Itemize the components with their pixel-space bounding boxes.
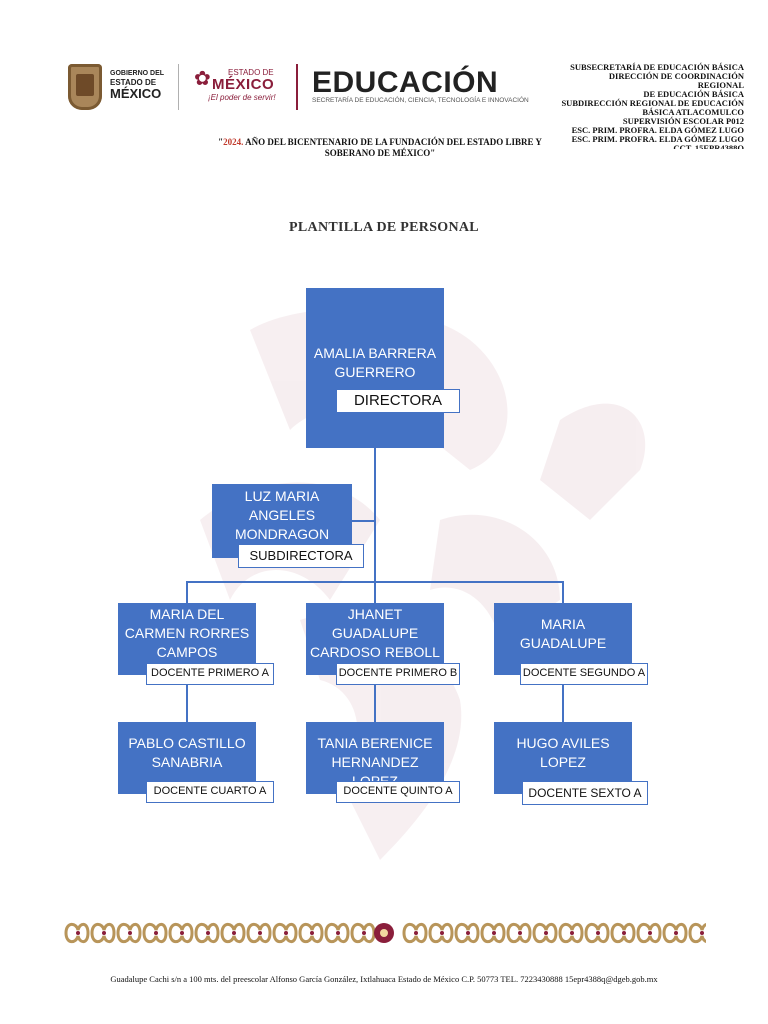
teacher-role: DOCENTE PRIMERO A	[146, 663, 274, 685]
connector-line	[186, 684, 188, 722]
header-line: CCT. 15EPR4388Q	[673, 144, 744, 149]
teacher-role: DOCENTE QUINTO A	[336, 781, 460, 803]
educacion-title: EDUCACIÓN	[312, 66, 499, 99]
page-title: PLANTILLA DE PERSONAL	[289, 220, 479, 235]
subdirector-name: LUZ MARIA ANGELES MONDRAGON	[234, 488, 330, 542]
educacion-subtitle: SECRETARÍA DE EDUCACIÓN, CIENCIA, TECNOL…	[312, 97, 529, 104]
teacher-role: DOCENTE PRIMERO B	[336, 663, 460, 685]
year-text-1: AÑO DEL BICENTENARIO DE LA FUNDACIÓN DEL…	[243, 137, 542, 147]
flower-logo-icon: ✿	[194, 68, 211, 90]
teacher-name: MARIA GUADALUPE	[519, 616, 607, 651]
connector-line	[562, 684, 564, 722]
year-number: 2024.	[223, 137, 244, 147]
edomex-small-text: ESTADO DE	[228, 68, 274, 77]
director-card: AMALIA BARRERA GUERRERO	[306, 288, 444, 448]
year-quote: "	[218, 137, 224, 147]
edomex-tagline: ¡El poder de servir!	[208, 93, 276, 102]
ornament-border-icon	[64, 922, 706, 944]
header-divider	[178, 64, 179, 110]
connector-line	[352, 520, 376, 522]
connector-line	[374, 684, 376, 722]
subdirector-role: SUBDIRECTORA	[238, 544, 364, 568]
footer-address: Guadalupe Cachi s/n a 100 mts. del prees…	[110, 974, 658, 984]
teacher-role: DOCENTE SEGUNDO A	[520, 663, 648, 685]
teacher-name: PABLO CASTILLO SANABRIA	[128, 735, 246, 770]
header-line: SUPERVISIÓN ESCOLAR P012	[622, 116, 744, 126]
header-line: REGIONAL	[697, 80, 744, 90]
connector-line	[186, 581, 188, 603]
header-line: SUBSECRETARÍA DE EDUCACIÓN BÁSICA	[570, 62, 744, 72]
header-line: ESC. PRIM. PROFRA. ELDA GÓMEZ LUGO	[571, 125, 744, 135]
director-name: AMALIA BARRERA GUERRERO	[313, 345, 437, 380]
teacher-card: HUGO AVILES LOPEZ	[494, 722, 632, 794]
header-line: DE EDUCACIÓN BÁSICA	[643, 89, 744, 99]
teacher-name: MARIA DEL CARMEN RORRES CAMPOS	[124, 606, 250, 660]
gobierno-logo-text: GOBIERNO DEL ESTADO DE MÉXICO	[110, 70, 164, 101]
gem-line-3: MÉXICO	[110, 86, 162, 101]
header-line: BÁSICA ATLACOMULCO	[642, 107, 744, 117]
connector-line	[374, 448, 376, 582]
header-line: ESC. PRIM. PROFRA. ELDA GÓMEZ LUGO	[571, 134, 744, 144]
teacher-role: DOCENTE CUARTO A	[146, 781, 274, 803]
header-line: SUBDIRECCIÓN REGIONAL DE EDUCACIÓN	[561, 98, 744, 108]
institution-header: SUBSECRETARÍA DE EDUCACIÓN BÁSICA DIRECC…	[544, 62, 744, 150]
year-slogan: "2024. AÑO DEL BICENTENARIO DE LA FUNDAC…	[210, 137, 550, 159]
edomex-big-text: MÉXICO	[212, 76, 275, 93]
teacher-name: HUGO AVILES LOPEZ	[516, 735, 610, 770]
gem-line-1: GOBIERNO DEL	[110, 70, 165, 77]
state-shield-icon	[68, 64, 102, 110]
header-divider-brand	[296, 64, 298, 110]
connector-line	[374, 581, 376, 603]
header-line: DIRECCIÓN DE COORDINACIÓN	[608, 71, 744, 81]
gem-line-2: ESTADO DE	[110, 78, 157, 87]
teacher-name: JHANET GUADALUPE CARDOSO REBOLL	[310, 606, 440, 660]
year-text-2: SOBERANO DE MÉXICO"	[324, 148, 436, 158]
teacher-role: DOCENTE SEXTO A	[522, 781, 648, 805]
director-role: DIRECTORA	[336, 389, 460, 413]
connector-line	[562, 581, 564, 603]
